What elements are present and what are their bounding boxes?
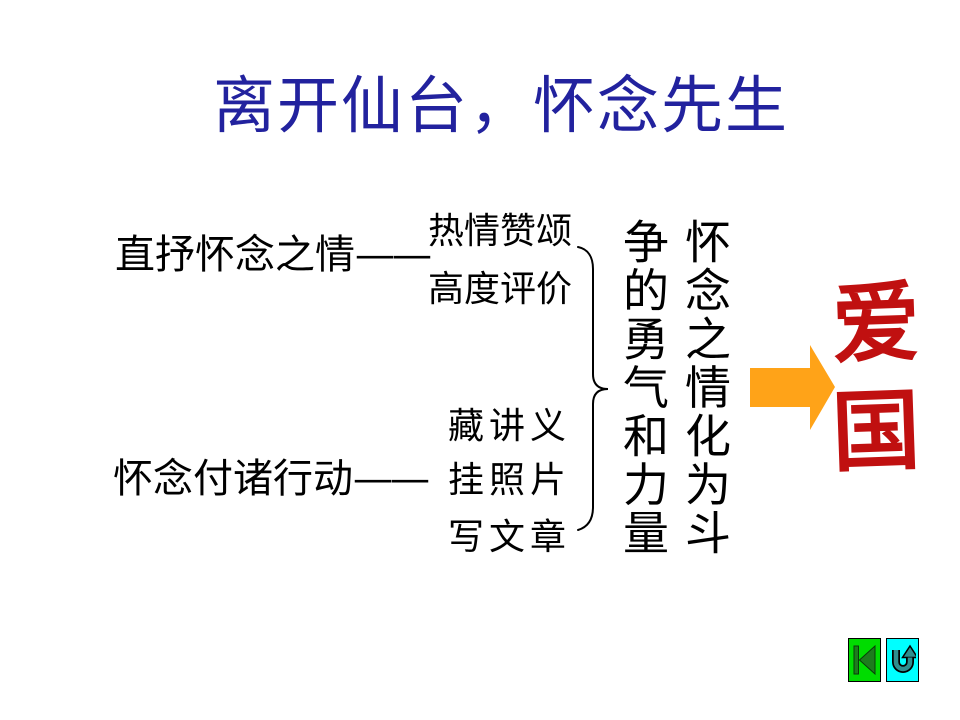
vertical-summary: 怀念之情化为斗 争的勇气和力量 (612, 218, 736, 583)
row1-dash: —— (355, 232, 432, 278)
row2-dash: —— (353, 456, 430, 502)
page-title: 离开仙台，怀念先生 (213, 69, 790, 142)
row2-label-text: 怀念付诸行动 (113, 456, 353, 502)
go-to-first-button[interactable] (848, 638, 881, 682)
right-arrow-icon (750, 345, 835, 430)
conclusion-char-bottom: 国 (830, 377, 922, 485)
vertical-summary-col-left: 争的勇气和力量 (616, 218, 670, 558)
row1-subitem-1: 热情赞颂 (428, 211, 573, 252)
curly-brace-icon (577, 246, 609, 531)
outline-row-2: 怀念付诸行动—— (113, 456, 430, 502)
row2-subitem-2: 挂照片 (448, 460, 572, 501)
vertical-summary-col-right: 怀念之情化为斗 (678, 218, 732, 558)
go-to-first-icon (853, 644, 876, 676)
outline-row-1: 直抒怀念之情—— (115, 232, 432, 278)
row2-subitem-1: 藏讲义 (448, 406, 572, 447)
conclusion-char-top: 爱 (830, 269, 922, 377)
slide-nav (848, 638, 919, 682)
row2-subitem-3: 写文章 (448, 517, 572, 558)
u-turn-return-icon (891, 644, 916, 673)
row1-subitem-2: 高度评价 (428, 269, 573, 310)
conclusion-text: 爱 国 (824, 269, 928, 485)
return-button[interactable] (886, 638, 919, 682)
row1-label-text: 直抒怀念之情 (115, 232, 355, 278)
